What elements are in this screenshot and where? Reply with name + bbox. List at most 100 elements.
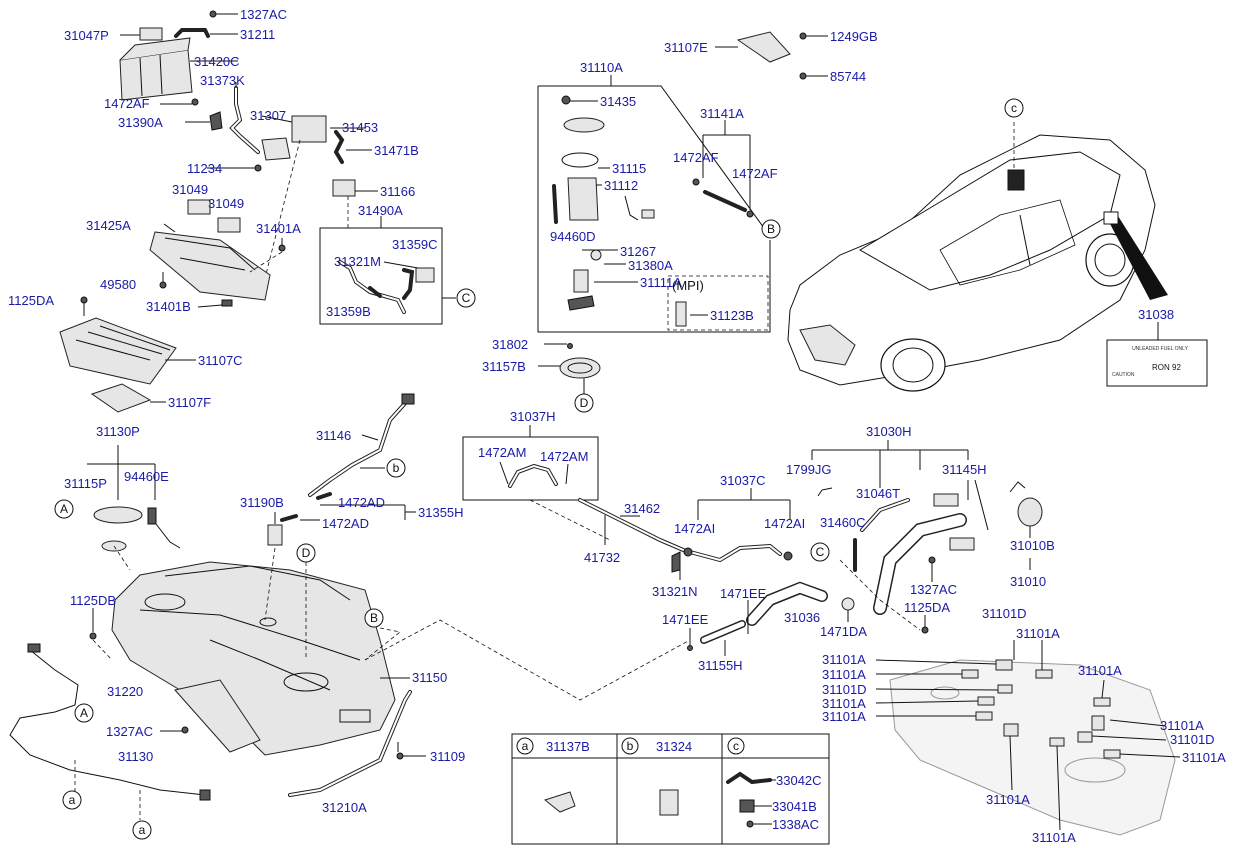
hose-31471B xyxy=(333,130,345,164)
label-31321M: 31321M xyxy=(334,254,381,269)
label-31107C: 31107C xyxy=(198,353,243,368)
label-31101A-e: 31101A xyxy=(822,696,866,711)
label-31101A-g: 31101A xyxy=(1160,718,1204,733)
label-31107E: 31107E xyxy=(664,40,708,55)
label-1472AI-a: 1472AI xyxy=(674,521,715,536)
pump-module-box xyxy=(537,75,771,333)
filter-31307 xyxy=(291,115,327,143)
clamp-1472AF xyxy=(191,98,199,106)
skid-plate-group xyxy=(59,296,196,413)
label-31101A-i: 31101A xyxy=(986,792,1030,807)
legend-label-31324: 31324 xyxy=(656,739,692,754)
label-31359B: 31359B xyxy=(326,304,371,319)
bolt-1327AC xyxy=(209,10,217,18)
label-1472AM-b: 1472AM xyxy=(540,449,588,464)
label-31166: 31166 xyxy=(380,184,415,199)
hose-31141A xyxy=(703,190,747,212)
label-31049-a: 31049 xyxy=(172,182,208,197)
fuel-door-marker xyxy=(1007,169,1025,191)
ref-c-box xyxy=(456,288,476,308)
valve-33041B xyxy=(739,799,755,813)
pump-31112 xyxy=(567,177,599,221)
clamp-1471DA xyxy=(841,597,855,611)
ref-d-ring xyxy=(574,393,594,413)
canister-group xyxy=(119,10,378,291)
label-31401B: 31401B xyxy=(146,299,191,314)
cover-31425A xyxy=(149,231,271,301)
nut-85744 xyxy=(799,72,807,80)
part-labels: 31047P 1327AC 31211 31420C 31373K 1472AF… xyxy=(8,7,1226,845)
legend-ref-a xyxy=(516,737,534,755)
plate-31115P xyxy=(93,506,143,524)
ref-a-bottom xyxy=(132,820,152,840)
label-31145H: 31145H xyxy=(942,462,987,477)
label-31130: 31130 xyxy=(118,749,153,764)
pad-31049-a xyxy=(187,199,211,215)
cap-31435 xyxy=(561,95,571,105)
clip-31321N xyxy=(671,551,681,573)
label-31420C: 31420C xyxy=(194,54,240,69)
label-31111A: 31111A xyxy=(640,275,682,290)
legend-label-33041B: 33041B xyxy=(772,799,817,814)
bolt-31109 xyxy=(396,752,404,760)
harness-31130 xyxy=(9,643,211,820)
bolt-1125DA-a xyxy=(80,296,88,304)
label-31047P: 31047P xyxy=(64,28,109,43)
ref-c-car xyxy=(1004,98,1024,118)
pad-31049-b xyxy=(217,217,241,233)
valve-31190B xyxy=(267,524,283,546)
label-31101D-c: 31101D xyxy=(1170,732,1215,747)
svg-text:C: C xyxy=(462,291,471,305)
label-31101A-c: 31101A xyxy=(822,667,866,682)
label-1471EE-b: 1471EE xyxy=(662,612,709,627)
label-1472AF-a: 1472AF xyxy=(104,96,150,111)
svg-text:A: A xyxy=(60,502,68,516)
plate-31107E xyxy=(736,31,791,63)
label-31110A: 31110A xyxy=(580,60,623,75)
filter-31123B xyxy=(675,301,687,327)
tank-pads-group xyxy=(875,640,1181,836)
legend-label-1338AC: 1338AC xyxy=(772,817,819,832)
label-31101A-f: 31101A xyxy=(822,709,866,724)
sender-group xyxy=(87,445,181,571)
gasket-31115 xyxy=(561,152,599,168)
label-1472AD-b: 1472AD xyxy=(322,516,369,531)
label-41732: 41732 xyxy=(584,550,620,565)
label-31190B: 31190B xyxy=(240,495,284,510)
label-1472AF-b: 1472AF xyxy=(673,150,719,165)
plate-31107F xyxy=(90,383,152,413)
bolt-31802 xyxy=(567,343,573,349)
label-11234: 11234 xyxy=(187,161,222,176)
label-1327AC-c: 1327AC xyxy=(910,582,957,597)
clip-31137B xyxy=(543,791,576,813)
fuel-label-line2: RON 92 xyxy=(1152,363,1181,372)
legend-table xyxy=(511,733,830,845)
hose-31046T xyxy=(860,498,910,532)
label-31141A: 31141A xyxy=(700,106,744,121)
svg-text:D: D xyxy=(302,546,311,560)
legend-label-33042C: 33042C xyxy=(776,773,822,788)
pipe-group xyxy=(578,488,793,580)
filler-neck-31030H xyxy=(811,440,1043,634)
label-31155H: 31155H xyxy=(698,658,743,673)
label-31101A-b: 31101A xyxy=(822,652,866,667)
pointer xyxy=(1108,216,1168,300)
label-31037H: 31037H xyxy=(510,409,556,424)
label-31401A: 31401A xyxy=(256,221,301,236)
label-94460D: 94460D xyxy=(550,229,596,244)
label-1327AC-a: 1327AC xyxy=(240,7,287,22)
label-31101A-h: 31101A xyxy=(1182,750,1226,765)
bolt-1338AC xyxy=(746,820,754,828)
grille xyxy=(799,324,856,366)
svg-text:a: a xyxy=(139,823,146,837)
label-1125DB: 1125DB xyxy=(70,593,116,608)
label-31038: 31038 xyxy=(1138,307,1174,322)
label-31010: 31010 xyxy=(1010,574,1046,589)
label-31211: 31211 xyxy=(240,27,275,42)
ref-a-low xyxy=(62,790,82,810)
label-31157B: 31157B xyxy=(482,359,526,374)
label-31115: 31115 xyxy=(612,161,646,176)
legend-ref-c xyxy=(727,737,745,755)
